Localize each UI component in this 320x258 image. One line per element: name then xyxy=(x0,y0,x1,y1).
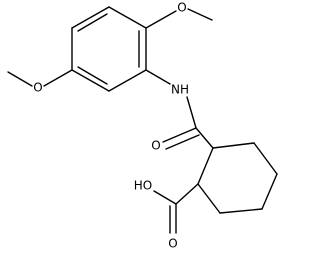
cyclohexane-bond-6 xyxy=(197,147,214,185)
label-amide-o: O xyxy=(151,139,160,153)
amide-linkage xyxy=(145,69,214,150)
bond-n-to-carbonyl-c xyxy=(186,96,197,129)
ring-bond-top-left-inner xyxy=(77,13,108,32)
ring-bond-top-left xyxy=(71,6,110,29)
bond-ring-to-o-left xyxy=(43,69,73,87)
bond-carbonyl-c-to-cyclohexane xyxy=(195,127,214,149)
label-amide-nh: NH xyxy=(171,83,189,97)
bond-o-to-methyl-left xyxy=(7,71,33,87)
ring-bond-top-right xyxy=(108,6,147,29)
carboxylic-acid xyxy=(153,183,199,234)
cyclohexane-bond-1 xyxy=(212,142,255,149)
bond-ring-to-o-top xyxy=(145,10,177,29)
molecule-diagram: O O NH O HO O xyxy=(7,1,278,251)
cyclohexane-ring xyxy=(197,142,278,214)
ring-bond-bottom-left-inner xyxy=(77,66,108,85)
methoxy-left xyxy=(7,69,73,87)
atom-labels: O O NH O HO O xyxy=(33,1,189,251)
label-methoxy-top-o: O xyxy=(177,1,186,15)
label-methoxy-left-o: O xyxy=(33,81,42,95)
bond-carbonyl-c-o-1 xyxy=(162,127,197,143)
benzene-ring xyxy=(71,6,147,92)
ring-bond-bottom-left xyxy=(71,69,110,92)
bond-o-to-methyl-top xyxy=(187,8,213,21)
bond-ring-to-n xyxy=(145,69,171,85)
bond-carbonyl-c-o-2 xyxy=(165,134,200,150)
bond-acid-c-to-oh xyxy=(153,190,177,205)
cyclohexane-bond-4 xyxy=(219,208,263,214)
methoxy-top xyxy=(145,8,213,29)
cyclohexane-bond-5 xyxy=(197,183,221,214)
cyclohexane-bond-3 xyxy=(261,173,278,210)
label-acid-oh: HO xyxy=(134,179,152,193)
cyclohexane-bond-2 xyxy=(253,142,278,175)
ring-bond-bottom-right xyxy=(108,69,147,92)
bond-cyclohexane-to-acid-c xyxy=(175,183,199,205)
label-acid-o: O xyxy=(168,237,177,251)
